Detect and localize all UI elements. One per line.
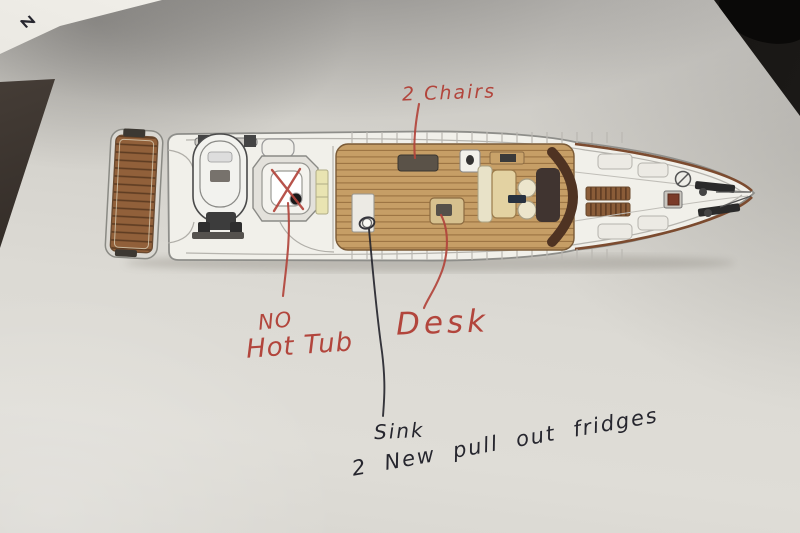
dinette-table bbox=[491, 169, 517, 219]
helm-chair bbox=[517, 200, 537, 220]
chairs-leader-line bbox=[413, 102, 421, 160]
chairs-annotation: 2 Chairs bbox=[401, 80, 497, 106]
swim-platform bbox=[104, 128, 164, 260]
hot-tub-leader-line bbox=[281, 201, 290, 298]
side-deck-planks-top bbox=[340, 132, 635, 143]
bow-rub-rail bbox=[574, 142, 753, 192]
stern-cleat bbox=[123, 128, 146, 138]
hot-tub-x-mark bbox=[270, 167, 305, 213]
helm-console bbox=[536, 168, 560, 222]
sun-lounger bbox=[397, 154, 439, 172]
outboard-motor bbox=[206, 212, 236, 230]
settee bbox=[477, 165, 493, 223]
helm-chair bbox=[517, 178, 537, 198]
anchor-windlass bbox=[694, 181, 752, 217]
no-annotation: NO bbox=[256, 307, 294, 335]
sink-leader-line bbox=[368, 228, 386, 417]
deck-locker bbox=[261, 138, 295, 158]
tender-console bbox=[210, 170, 230, 182]
tender-seat bbox=[207, 151, 233, 163]
grill bbox=[500, 154, 516, 162]
sun-pads bbox=[315, 169, 329, 215]
bridge-walk-teak bbox=[585, 186, 631, 201]
desk-annotation: Desk bbox=[395, 303, 490, 343]
foredeck bbox=[574, 153, 752, 240]
deck-chair bbox=[436, 204, 452, 216]
side-deck-planks-bottom bbox=[340, 249, 635, 260]
sink-annotation: Sink bbox=[373, 417, 426, 445]
tender-dinghy bbox=[192, 133, 295, 239]
desk-leader-line bbox=[422, 213, 448, 310]
flybridge-deck bbox=[335, 143, 575, 251]
windshield bbox=[547, 147, 578, 247]
sink bbox=[361, 217, 373, 229]
